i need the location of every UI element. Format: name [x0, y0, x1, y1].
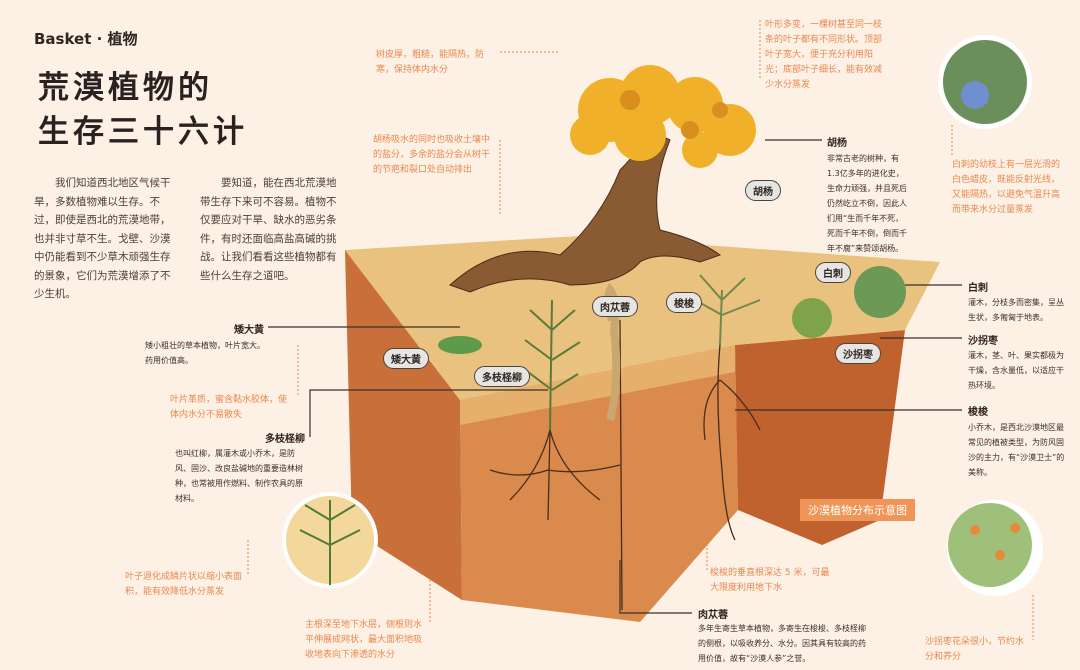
duozhichengliu-title: 多枝柽柳 — [265, 434, 305, 445]
huyang-tree — [449, 65, 756, 293]
aidahuang-desc: 矮小粗壮的草本植物，叶片宽大。药用价值高。 — [145, 341, 265, 365]
shaguaizao-detail-circle — [947, 500, 1043, 596]
baici-desc: 灌木，分枝多而密集，呈丛生状，多匍匐于地表。 — [968, 298, 1064, 322]
aidahuang-title: 矮大黄 — [234, 325, 264, 336]
roucongrong-title: 肉苁蓉 — [698, 610, 728, 621]
label-duozhichengliu: 多枝柽柳 — [474, 366, 530, 387]
baici-title: 白刺 — [968, 283, 988, 294]
title-line-2: 生存三十六计 — [38, 114, 248, 150]
shaguaizao-title: 沙拐枣 — [968, 336, 998, 347]
baici-detail-circle — [938, 35, 1032, 129]
label-shaguaizao: 沙拐枣 — [835, 343, 881, 364]
suosuo-plant — [694, 274, 761, 346]
page-title: 荒漠植物的 生存三十六计 — [38, 66, 248, 154]
soil-front-face — [460, 345, 738, 622]
intro-paragraph-1: 我们知道西北地区气候干旱，多数植物难以生存。不过，即使是西北的荒漠地带，也并非寸… — [34, 177, 171, 300]
note-bark: 树皮厚，粗糙，能隔热，防寒，保持体内水分 — [376, 50, 485, 75]
duozhichengliu-desc: 也叫红柳，属灌木或小乔木，是防风、固沙、改良盐碱地的重要造林树种，也常被用作燃料… — [175, 449, 303, 503]
note-shaguaizao-flower: 沙拐枣花朵很小，节约水分和养分 — [925, 637, 1025, 662]
suosuo-title: 梭梭 — [968, 407, 988, 418]
soil-right-face — [735, 330, 905, 545]
title-line-1: 荒漠植物的 — [38, 70, 213, 106]
roucongrong-desc: 多年生寄生草本植物，多寄生在梭梭、多枝柽柳的侧根，以吸收养分、水分。因其具有较高… — [698, 624, 866, 663]
note-baici-branch: 白刺的幼枝上有一层光滑的白色蜡皮，既能反射光线，又能隔热，以避免气温升高而带来水… — [952, 160, 1061, 215]
sand-layer-front — [460, 345, 735, 425]
label-suosuo: 梭梭 — [666, 292, 702, 313]
huyang-desc: 非常古老的树种，有1.3亿多年的进化史，生命力顽强，并且死后仍然屹立不倒，因此人… — [827, 154, 907, 253]
note-salt: 胡杨吸水的同时也吸收土壤中的盐分，多余的盐分会从树干的节疤和裂口处自动排出 — [373, 135, 491, 175]
label-aidahuang: 矮大黄 — [383, 348, 429, 369]
note-suosuo-root: 梭梭的垂直根深达 5 米，可最大限度利用地下水 — [710, 568, 830, 593]
shaguaizao-desc: 灌木，茎、叶、果实都极为干燥，含水量低，以适应干热环境。 — [968, 351, 1064, 390]
soil-left-face — [345, 250, 462, 600]
note-chengliu-leaf: 叶子退化成鳞片状以缩小表面积，能有效降低水分蒸发 — [125, 572, 243, 597]
leader-lines — [268, 139, 962, 614]
section-kicker: Basket · 植物 — [34, 30, 138, 48]
aidahuang-plant — [438, 336, 482, 354]
diagram-caption: 沙漠植物分布示意图 — [800, 499, 915, 521]
baici-plant — [854, 266, 906, 318]
note-dotted-lines — [247, 20, 1034, 640]
note-aidahuang-leaf: 叶片革质，蜜含黏水胶体，使体内水分不易散失 — [170, 395, 288, 420]
label-roucongrong: 肉苁蓉 — [592, 296, 638, 317]
note-chengliu-root: 主根深至地下水层，侧根则水平伸展成网状，最大面积地吸收地表向下渗透的水分 — [305, 620, 423, 660]
shaguaizao-plant — [792, 298, 832, 338]
note-leaves: 叶形多变，一棵树甚至同一枝条的叶子都有不同形状。顶部叶子宽大，便于充分利用阳光；… — [765, 20, 883, 90]
chengliu-plant — [524, 299, 581, 431]
chengliu-detail-circle — [282, 492, 378, 588]
intro-paragraph-2: 要知道，能在西北荒漠地带生存下来可不容易。植物不仅要应对干旱、缺水的恶劣条件，有… — [200, 177, 337, 282]
roots — [489, 319, 761, 611]
label-huyang: 胡杨 — [745, 180, 781, 201]
huyang-title: 胡杨 — [827, 138, 847, 149]
label-baici: 白刺 — [815, 262, 851, 283]
suosuo-desc: 小乔木，是西北沙漠地区最常见的植被类型，为防风固沙的主力，有“沙漠卫士”的美称。 — [968, 423, 1065, 477]
